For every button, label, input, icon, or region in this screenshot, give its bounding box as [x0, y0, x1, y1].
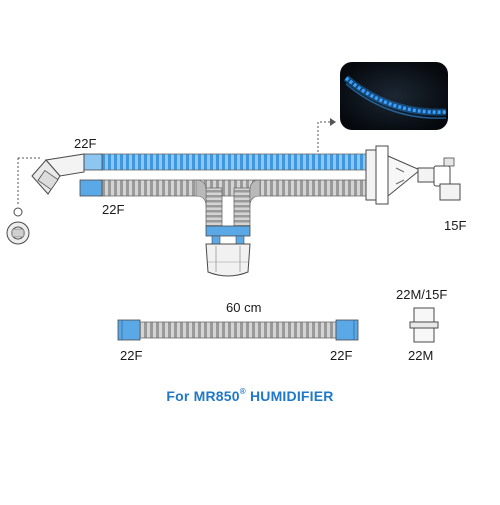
straight-adapter-icon	[409, 307, 439, 343]
wye-connector-icon	[365, 145, 461, 205]
label-short-tube-length: 60 cm	[226, 300, 262, 315]
chamber-inlet-tube	[205, 187, 223, 227]
caption-registered-mark: ®	[239, 387, 246, 396]
short-tube-60cm	[117, 319, 359, 341]
label-adapter-bottom: 22M	[408, 348, 434, 363]
label-short-tube-right-end: 22F	[330, 348, 353, 363]
heated-wire-inset-photo	[340, 62, 448, 130]
label-bottom-connector-left: 22F	[102, 202, 125, 217]
humidifier-caption: For MR850® HUMIDIFIER	[0, 387, 500, 404]
inspiratory-limb-tube	[99, 153, 371, 171]
chamber-outlet-tube	[233, 187, 251, 227]
expiratory-cuff-left	[79, 179, 103, 197]
inset-leader-line	[317, 121, 332, 152]
elbow-connector-icon	[31, 153, 85, 195]
caption-suffix: HUMIDIFIER	[245, 388, 334, 404]
humidifier-chamber-icon	[205, 225, 251, 277]
caption-prefix: For MR850	[166, 388, 240, 404]
label-adapter-top: 22M/15F	[396, 287, 448, 302]
label-top-connector-left: 22F	[74, 136, 97, 151]
label-wye-outlet: 15F	[444, 218, 467, 233]
label-short-tube-left-end: 22F	[120, 348, 143, 363]
temperature-probe-icon	[6, 207, 30, 245]
